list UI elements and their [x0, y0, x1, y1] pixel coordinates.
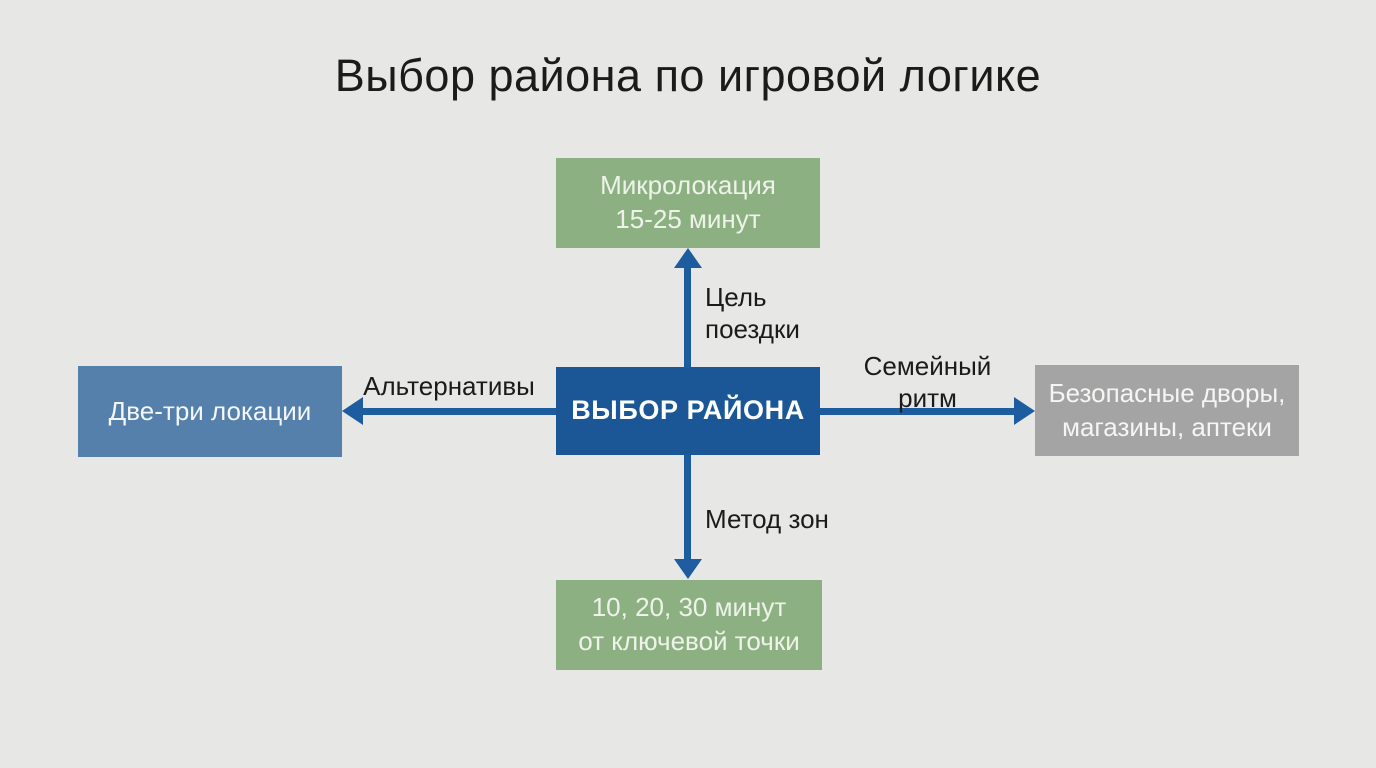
- right-arrowhead-icon: [1014, 397, 1035, 425]
- node-safe-yards: Безопасные дворы, магазины, аптеки: [1035, 365, 1299, 456]
- down-arrowhead-icon: [674, 559, 702, 579]
- page-title: Выбор района по игровой логике: [334, 50, 1042, 101]
- node-two-three-locations: Две-три локации: [78, 366, 342, 457]
- left-arrowhead-icon: [342, 397, 363, 425]
- edge-label-trip-purpose: Цель поездки: [705, 282, 800, 344]
- node-district-choice: ВЫБОР РАЙОНА: [556, 367, 820, 455]
- edge-label-family-rhythm: Семейный ритм: [863, 351, 992, 413]
- left-arrow-stem: [362, 408, 556, 415]
- down-arrow-stem: [684, 455, 691, 560]
- up-arrow-stem: [684, 267, 691, 368]
- edge-label-alternatives: Альтернативы: [363, 371, 535, 401]
- right-arrow-stem: [820, 408, 1014, 415]
- node-zone-minutes: 10, 20, 30 минут от ключевой точки: [556, 580, 822, 670]
- node-microlocation: Микролокация 15-25 минут: [556, 158, 820, 248]
- edge-label-zone-method: Метод зон: [705, 504, 829, 534]
- up-arrowhead-icon: [674, 248, 702, 268]
